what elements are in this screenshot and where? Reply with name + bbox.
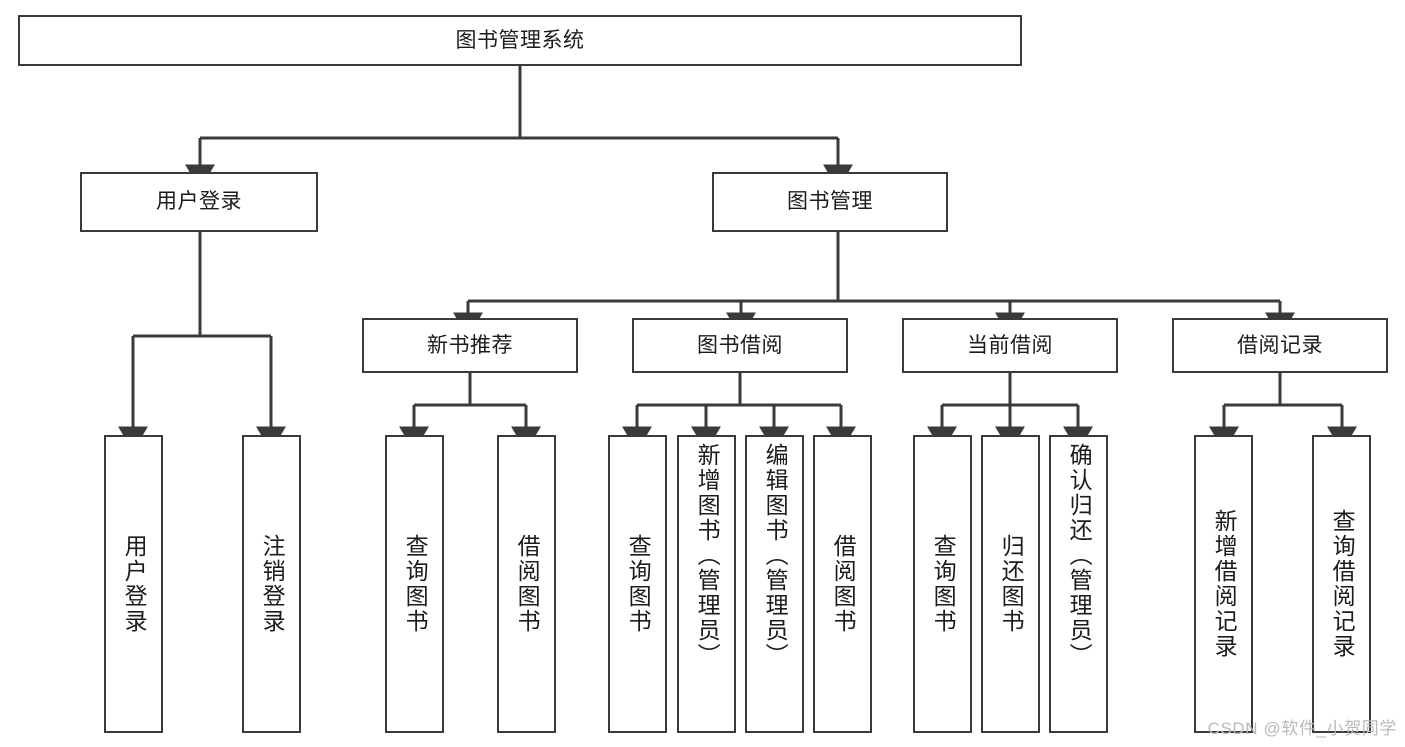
node-book-borrow-label: 图书借阅 [697, 333, 783, 357]
node-user-login[interactable]: 用户登录 [80, 172, 318, 232]
leaf-return-book-label: 归还图书 [998, 534, 1025, 634]
leaf-confirm-return-label: 确认归还（管理员） [1066, 443, 1093, 668]
leaf-add-record[interactable]: 新增借阅记录 [1194, 435, 1253, 733]
leaf-query-book-3-label: 查询图书 [930, 534, 957, 634]
leaf-borrow-book-2[interactable]: 借阅图书 [813, 435, 872, 733]
leaf-add-record-label: 新增借阅记录 [1211, 509, 1238, 659]
leaf-logout[interactable]: 注销登录 [242, 435, 301, 733]
node-borrow-record[interactable]: 借阅记录 [1172, 318, 1388, 373]
leaf-query-book-1[interactable]: 查询图书 [385, 435, 444, 733]
node-new-book-recommend[interactable]: 新书推荐 [362, 318, 578, 373]
node-user-login-label: 用户登录 [156, 190, 242, 214]
leaf-add-book-label: 新增图书（管理员） [694, 443, 721, 668]
leaf-query-book-3[interactable]: 查询图书 [913, 435, 972, 733]
leaf-borrow-book-2-label: 借阅图书 [830, 534, 857, 634]
leaf-query-record-label: 查询借阅记录 [1329, 509, 1356, 659]
leaf-query-book-2[interactable]: 查询图书 [608, 435, 667, 733]
leaf-edit-book[interactable]: 编辑图书（管理员） [745, 435, 804, 733]
node-current-borrow[interactable]: 当前借阅 [902, 318, 1118, 373]
node-root-label: 图书管理系统 [455, 28, 585, 52]
leaf-query-book-1-label: 查询图书 [402, 534, 429, 634]
leaf-add-book[interactable]: 新增图书（管理员） [677, 435, 736, 733]
csdn-watermark: CSDN @软件_小贺同学 [1207, 719, 1397, 738]
leaf-logout-label: 注销登录 [259, 534, 286, 634]
leaf-return-book[interactable]: 归还图书 [981, 435, 1040, 733]
leaf-user-login-label: 用户登录 [121, 534, 148, 634]
node-new-book-recommend-label: 新书推荐 [427, 333, 513, 357]
node-book-manage[interactable]: 图书管理 [712, 172, 948, 232]
leaf-user-login[interactable]: 用户登录 [104, 435, 163, 733]
leaf-edit-book-label: 编辑图书（管理员） [762, 443, 789, 668]
leaf-query-book-2-label: 查询图书 [625, 534, 652, 634]
leaf-borrow-book-1[interactable]: 借阅图书 [497, 435, 556, 733]
node-current-borrow-label: 当前借阅 [967, 333, 1053, 357]
node-book-borrow[interactable]: 图书借阅 [632, 318, 848, 373]
leaf-borrow-book-1-label: 借阅图书 [514, 534, 541, 634]
leaf-query-record[interactable]: 查询借阅记录 [1312, 435, 1371, 733]
node-borrow-record-label: 借阅记录 [1237, 333, 1323, 357]
node-book-manage-label: 图书管理 [787, 190, 873, 214]
leaf-confirm-return[interactable]: 确认归还（管理员） [1049, 435, 1108, 733]
node-root[interactable]: 图书管理系统 [18, 15, 1022, 66]
